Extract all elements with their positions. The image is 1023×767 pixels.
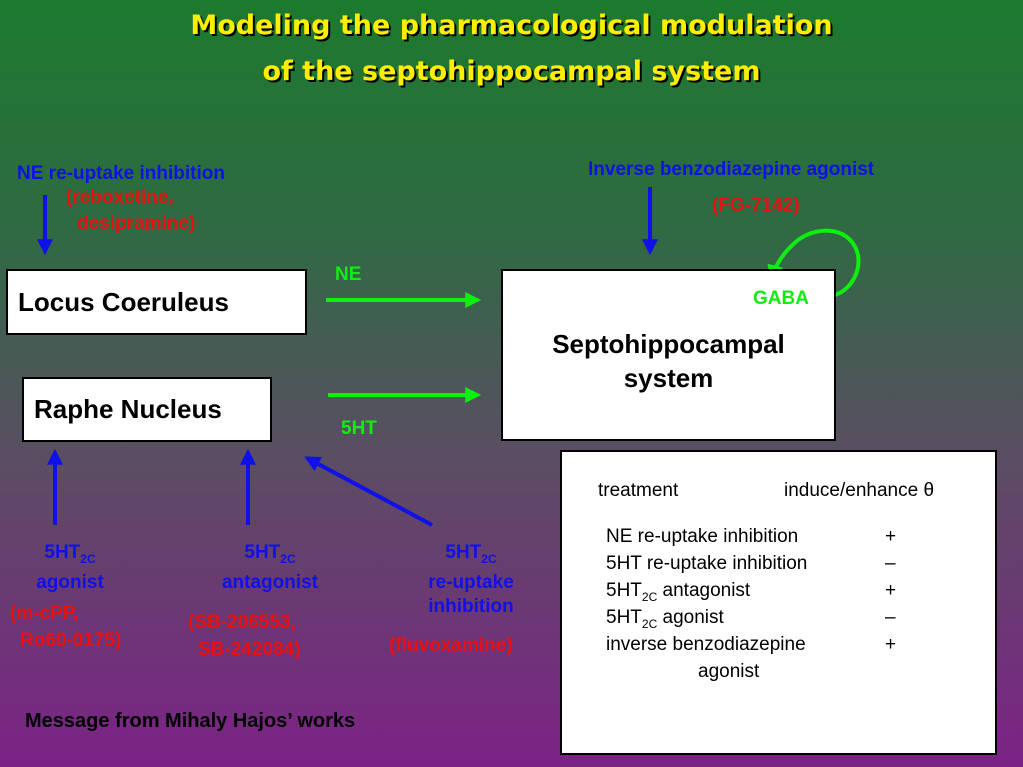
5ht2c-agonist-label: 5HT2C agonist <box>36 542 104 593</box>
message-footer: Message from Mihaly Hajos’ works <box>25 710 356 732</box>
inverse-bz-drug: (FG-7142) <box>712 195 800 216</box>
table-row-5-name: inverse benzodiazepine <box>606 634 806 655</box>
5ht2c-antagonist-label: 5HT2C antagonist <box>221 542 319 593</box>
title-line-1: Modeling the pharmacological modulation <box>190 10 833 41</box>
ne-reuptake-drugs-2: desipramine) <box>77 213 196 234</box>
ne-reuptake-drugs-1: (reboxetine, <box>66 187 174 208</box>
5ht2c-antagonist-drugs-2: SB-242084) <box>198 639 301 660</box>
locus-coeruleus-box: Locus Coeruleus <box>6 269 307 335</box>
table-row-1-name: NE re-uptake inhibition <box>606 526 799 547</box>
5ht2c-agonist-drugs-1: (m-cPP, <box>10 603 79 624</box>
title-line-2: of the septohippocampal system <box>262 56 761 87</box>
septohippocampal-label-1: Septohippocampal <box>552 329 785 359</box>
5ht2c-agonist-drugs-2: Ro60-0175) <box>20 630 122 651</box>
5ht2c-reuptake-label: 5HT2C re-uptake inhibition <box>428 542 514 617</box>
5ht2c-antagonist-drugs-1: (SB-206553, <box>188 612 296 633</box>
raphe-nucleus-box: Raphe Nucleus <box>22 377 272 442</box>
gaba-loop-arrow <box>767 228 861 299</box>
table-row-4-name: 5HT2C agonist <box>606 607 724 631</box>
inverse-bz-label: Inverse benzodiazepine agonist <box>588 159 875 180</box>
5ht2c-reuptake-drug: (fluvoxamine) <box>389 635 513 656</box>
table-row-2-name: 5HT re-uptake inhibition <box>606 553 808 574</box>
septohippocampal-label-2: system <box>623 363 714 393</box>
table-row-5-cont: agonist <box>698 661 760 682</box>
ne-reuptake-label: NE re-uptake inhibition <box>17 163 225 184</box>
ne-pathway-label: NE <box>335 264 362 285</box>
table-row-3-name: 5HT2C antagonist <box>606 580 751 604</box>
table-header-effect: induce/enhance θ <box>784 480 935 501</box>
locus-coeruleus-label: Locus Coeruleus <box>18 287 229 317</box>
table-row-3-sign: + <box>885 580 897 601</box>
5ht-pathway-label: 5HT <box>341 418 377 439</box>
septohippocampal-box: GABA Septohippocampal system <box>501 269 836 441</box>
table-row-5-sign: + <box>885 634 897 655</box>
table-row-4-sign: – <box>885 607 896 628</box>
gaba-label: GABA <box>753 288 809 309</box>
table-row-1-sign: + <box>885 526 897 547</box>
table-row-2-sign: – <box>885 553 896 574</box>
arrow-reuptake-to-raphe <box>304 456 433 527</box>
treatment-table-box: treatment induce/enhance θ NE re-uptake … <box>560 450 997 755</box>
raphe-nucleus-label: Raphe Nucleus <box>34 394 222 424</box>
table-header-treatment: treatment <box>598 480 679 501</box>
